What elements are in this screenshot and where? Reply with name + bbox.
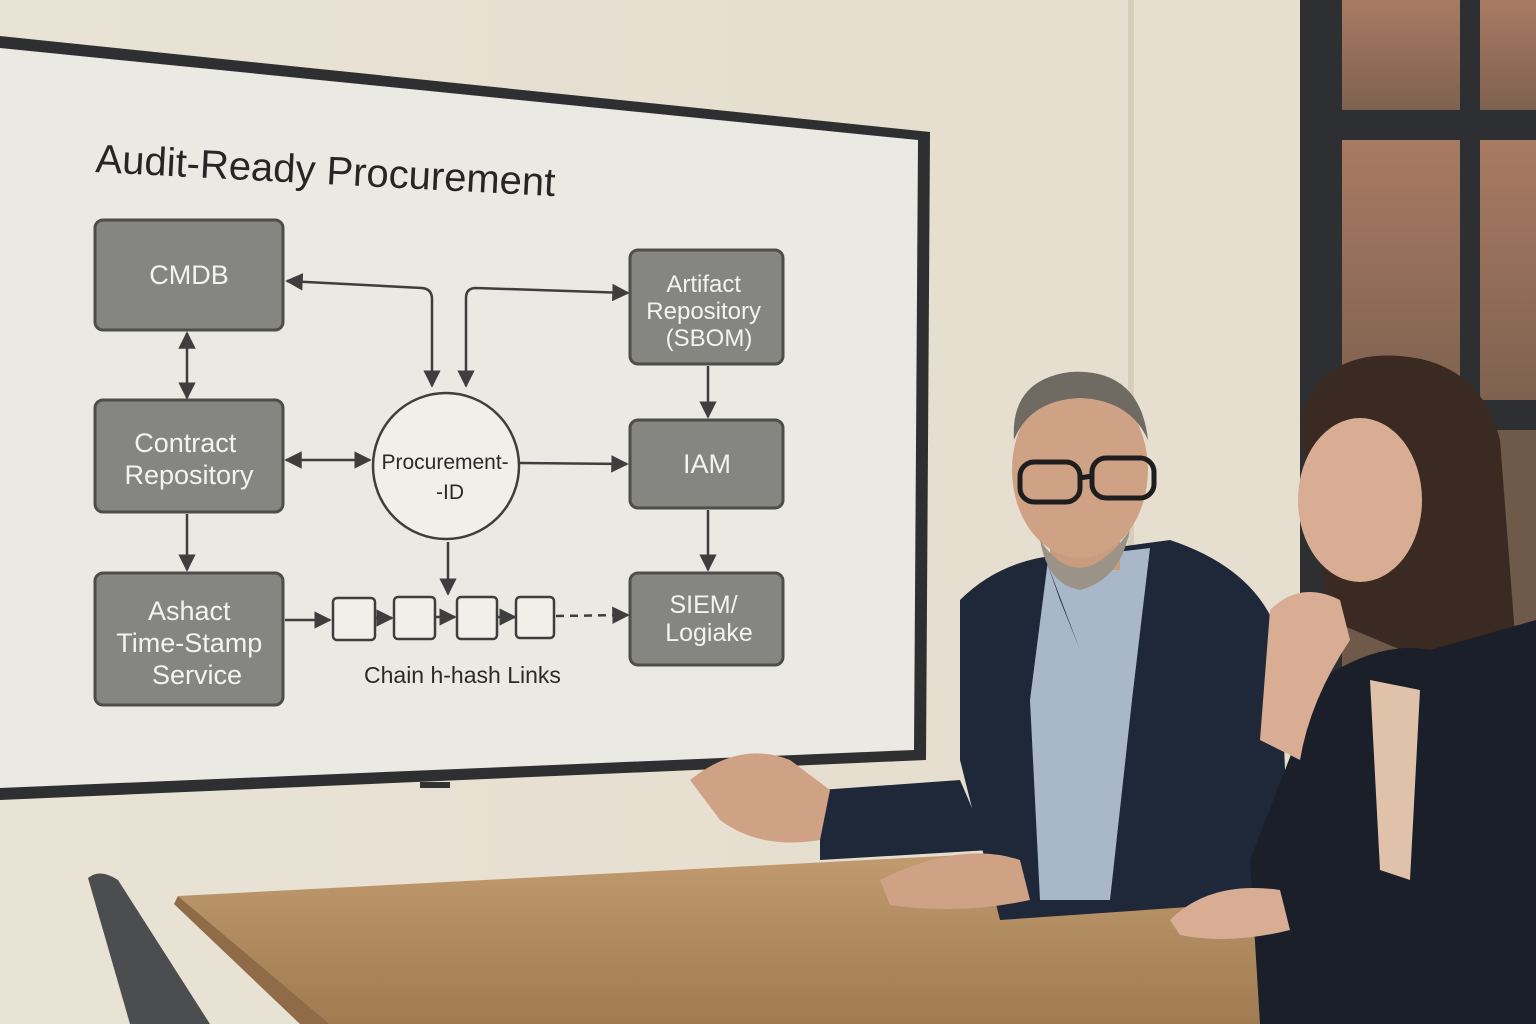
- chain-link-1: [331, 596, 377, 642]
- chain-caption: Chain h-hash Links: [364, 662, 561, 688]
- svg-text:Procurement- -ID: Procurement- -ID: [381, 451, 514, 504]
- chain-link-3: [455, 595, 499, 641]
- node-ashact-label-1: Ashact: [148, 596, 231, 626]
- chair: [88, 873, 210, 1024]
- node-ashact-label-2: Time-Stamp: [116, 628, 262, 658]
- node-artifact-label-1: Artifact: [666, 271, 741, 298]
- node-contract-label-1: Contract: [134, 428, 237, 458]
- svg-text:Artifact Repository: Artifact Repository (SBOM): [646, 271, 767, 352]
- node-cmdb: [93, 218, 285, 332]
- arrow-center-iam: [519, 455, 629, 473]
- node-siem-label-2: Logiake: [665, 619, 753, 647]
- node-siem: [628, 571, 785, 667]
- node-artifact-label-2: Repository: [646, 298, 761, 325]
- svg-text:CMDB: CMDB: [149, 260, 229, 290]
- procurement-id-label-1: Procurement-: [381, 451, 508, 474]
- chain-link-4: [514, 595, 556, 640]
- procurement-id-label-2: -ID: [436, 481, 464, 504]
- node-cmdb-label: CMDB: [149, 260, 229, 290]
- man-presenter: [690, 371, 1290, 920]
- procurement-id-circle: [371, 391, 521, 541]
- node-contract-label-2: Repository: [124, 460, 254, 490]
- node-time-stamp-service: [93, 571, 285, 707]
- svg-text:Ashact Time-Stamp: Ashact Time-Stamp Service: [116, 596, 270, 690]
- node-contract-repository: [93, 398, 285, 514]
- node-artifact-label-3: (SBOM): [666, 325, 753, 352]
- arrow-chain-siem: [555, 606, 630, 624]
- arrow-cmdb-center: [285, 273, 441, 388]
- node-siem-label-1: SIEM/: [669, 591, 737, 619]
- slide-diagram: Audit-Ready Procurement CMDB Contract Re…: [93, 137, 785, 707]
- node-ashact-label-3: Service: [152, 660, 242, 690]
- woman-listener: [1170, 355, 1536, 1024]
- svg-text:SIEM/ Logiake: SIEM/ Logiake: [665, 591, 753, 647]
- svg-text:IAM: IAM: [683, 449, 731, 479]
- chain-link-2: [392, 595, 437, 641]
- node-artifact-repository: [628, 248, 785, 366]
- svg-text:Contract Repository: Contract Repository: [124, 428, 254, 490]
- arrow-center-artifact: [457, 283, 630, 388]
- node-iam: [628, 418, 785, 510]
- node-iam-label: IAM: [683, 449, 731, 479]
